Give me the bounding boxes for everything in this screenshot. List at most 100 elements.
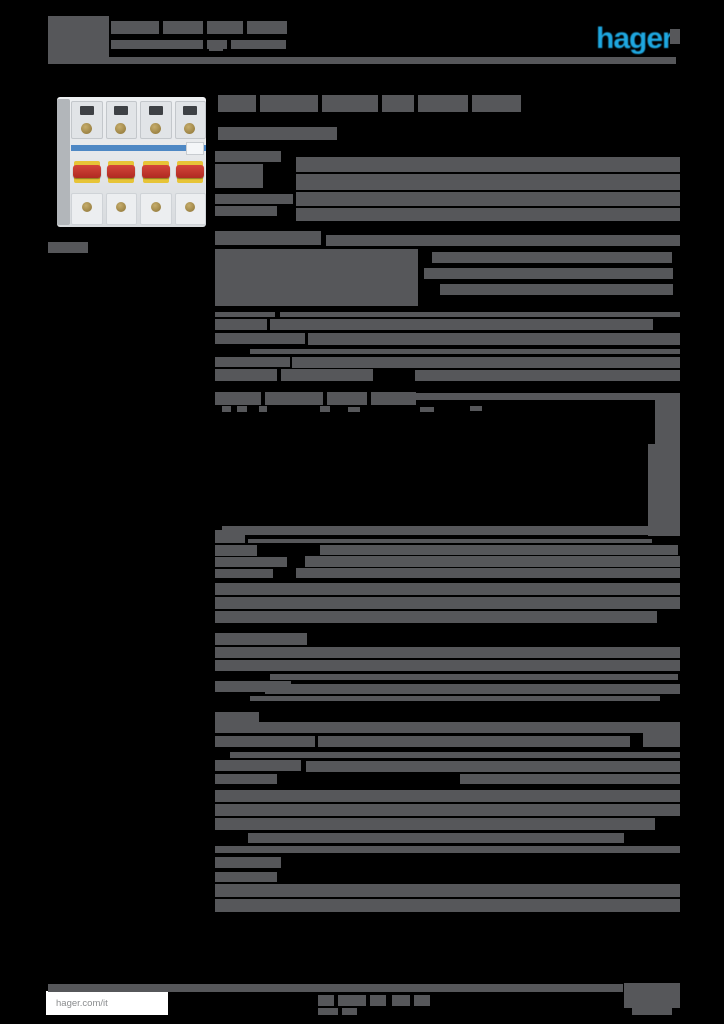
diagram-frame-right-border-lower: [648, 444, 680, 536]
lower-screw-icon: [81, 202, 92, 212]
redacted-text-block: [440, 284, 673, 295]
redacted-text-block: [326, 235, 680, 246]
redacted-text-block: [209, 47, 223, 51]
redacted-text-block: [305, 556, 680, 567]
redacted-text-block: [215, 846, 680, 853]
redacted-text-block: [460, 774, 680, 784]
terminal-screw-icon: [184, 123, 196, 134]
redacted-text-block: [392, 995, 410, 1006]
terminal-screw-icon: [80, 123, 92, 134]
handle-red-lever: [72, 165, 101, 178]
redacted-text-block: [215, 597, 680, 609]
redacted-text-block: [424, 268, 673, 279]
redacted-text-block: [327, 392, 367, 405]
redacted-text-block: [215, 231, 321, 245]
redacted-text-block: [270, 674, 678, 680]
redacted-text-block: [371, 392, 416, 405]
product-image: [49, 89, 216, 233]
redacted-text-block: [215, 357, 290, 367]
redacted-text-block: [472, 95, 521, 112]
terminal-slot: [79, 106, 94, 115]
redacted-text-block: [420, 407, 434, 412]
redacted-text-block: [418, 95, 468, 112]
redacted-text-block: [265, 684, 680, 694]
rating-label: [186, 142, 204, 155]
redacted-text-block: [247, 21, 287, 34]
redacted-text-block: [370, 995, 386, 1006]
redacted-text-block: [306, 761, 680, 772]
hager-logo[interactable]: hager: [596, 22, 674, 55]
redacted-text-block: [222, 406, 231, 412]
redacted-text-block: [296, 174, 680, 190]
redacted-text-block: [218, 127, 337, 140]
blue-label-stripe: [71, 142, 206, 155]
redacted-text-block: [215, 899, 680, 912]
redacted-text-block: [215, 681, 291, 692]
redacted-text-block: [215, 884, 680, 897]
redacted-text-block: [215, 647, 680, 658]
terminal-screw-icon: [115, 123, 127, 134]
lower-module: [71, 193, 103, 225]
redacted-text-block: [250, 696, 660, 701]
redacted-text-block: [415, 370, 680, 381]
redacted-text-block: [215, 712, 259, 722]
redacted-text-block: [265, 392, 323, 405]
redacted-text-block: [338, 995, 366, 1006]
terminal-module: [71, 101, 103, 139]
redacted-text-block: [248, 833, 624, 843]
fuse-handle: [106, 159, 138, 189]
redacted-text-block: [215, 774, 277, 784]
redacted-text-block: [215, 569, 273, 578]
redacted-text-block: [231, 40, 286, 49]
redacted-text-block: [281, 369, 373, 381]
redacted-text-block: [215, 736, 315, 747]
redacted-text-block: [432, 252, 672, 263]
redacted-text-block: [48, 984, 623, 992]
footer-site-link[interactable]: hager.com/it: [56, 997, 108, 1009]
fuse-handle-row: [71, 159, 206, 189]
fuse-handle: [175, 159, 207, 189]
redacted-text-block: [260, 95, 318, 112]
footer-site-box: hager.com/it: [46, 991, 168, 1015]
redacted-text-block: [215, 319, 267, 330]
terminal-row: [71, 101, 206, 139]
redacted-text-block: [215, 164, 263, 188]
redacted-text-block: [470, 406, 482, 411]
redacted-text-block: [215, 151, 281, 162]
lower-module: [105, 193, 137, 225]
redacted-text-block: [111, 21, 159, 34]
handle-red-lever: [176, 165, 205, 178]
redacted-text-block: [215, 557, 287, 567]
redacted-text-block: [207, 21, 243, 34]
redacted-text-block: [308, 333, 680, 345]
redacted-text-block: [215, 790, 680, 802]
terminal-slot: [148, 106, 163, 115]
redacted-text-block: [270, 319, 653, 330]
redacted-text-block: [318, 995, 334, 1006]
redacted-text-block: [230, 752, 680, 758]
lower-module: [174, 193, 206, 225]
redacted-text-block: [215, 530, 245, 543]
redacted-text-block: [48, 57, 676, 64]
lower-screw-icon: [185, 202, 196, 212]
terminal-slot: [114, 106, 129, 115]
redacted-text-block: [296, 157, 680, 172]
din-rail-edge: [57, 99, 70, 225]
terminal-module: [140, 101, 172, 139]
terminal-screw-icon: [149, 123, 161, 134]
handle-red-lever: [141, 165, 170, 178]
redacted-text-block: [320, 406, 330, 412]
redacted-text-block: [215, 333, 305, 344]
redacted-text-block: [48, 16, 109, 58]
redacted-text-block: [218, 95, 256, 112]
redacted-text-block: [643, 732, 680, 747]
redacted-text-block: [292, 357, 680, 368]
redacted-text-block: [215, 392, 261, 405]
redacted-text-block: [318, 736, 630, 747]
diagram-frame-top-border: [416, 393, 680, 400]
redacted-text-block: [215, 857, 281, 868]
redacted-text-block: [215, 760, 301, 771]
lower-screw-icon: [116, 202, 127, 212]
redacted-text-block: [296, 192, 680, 206]
